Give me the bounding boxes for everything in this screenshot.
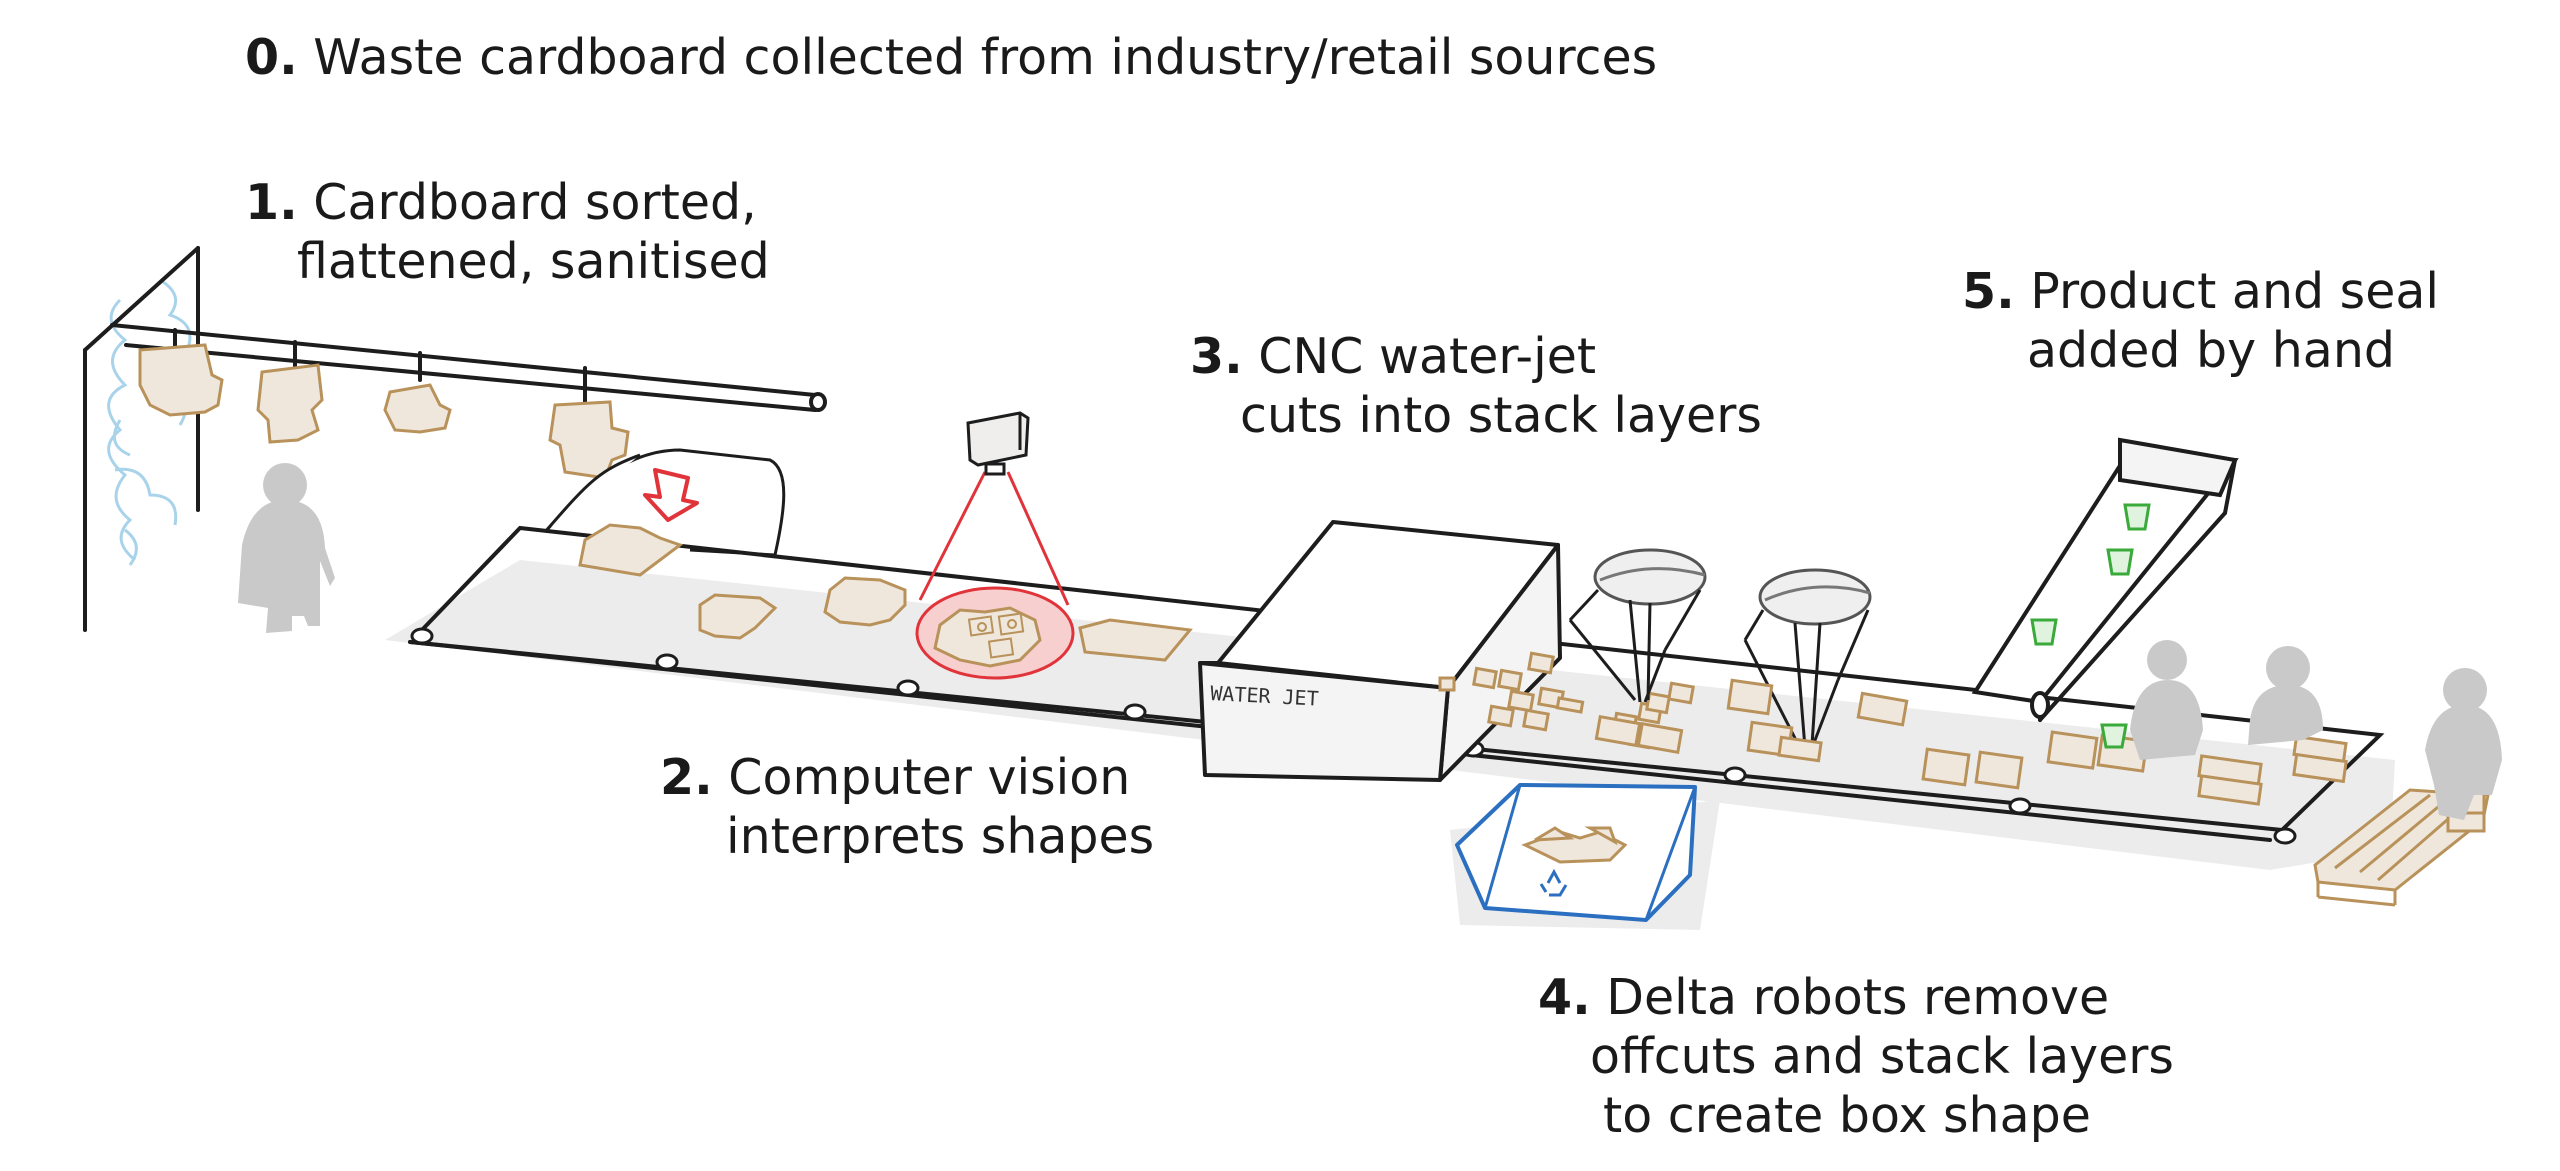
side-conveyor — [1975, 440, 2235, 720]
step-1-label: 1. Cardboard sorted, flattened, sanitise… — [245, 173, 770, 291]
worker-2 — [2130, 640, 2203, 760]
computer-vision — [917, 413, 1073, 678]
step-2-label: 2. Computer vision interprets shapes — [660, 748, 1154, 866]
worker-1 — [238, 463, 335, 633]
camera-icon — [968, 413, 1028, 474]
worker-4 — [2425, 668, 2502, 820]
step-0-label: 0. Waste cardboard collected from indust… — [245, 28, 1657, 87]
step-3-label: 3. CNC water-jet cuts into stack layers — [1190, 327, 1762, 445]
recycling-bin — [1457, 785, 1695, 920]
collection-wall — [85, 248, 199, 630]
step-5-label: 5. Product and seal added by hand — [1962, 262, 2439, 380]
step-4-label: 4. Delta robots remove offcuts and stack… — [1538, 968, 2174, 1145]
hanging-cardboard — [140, 345, 628, 478]
worker-3 — [2248, 646, 2323, 745]
